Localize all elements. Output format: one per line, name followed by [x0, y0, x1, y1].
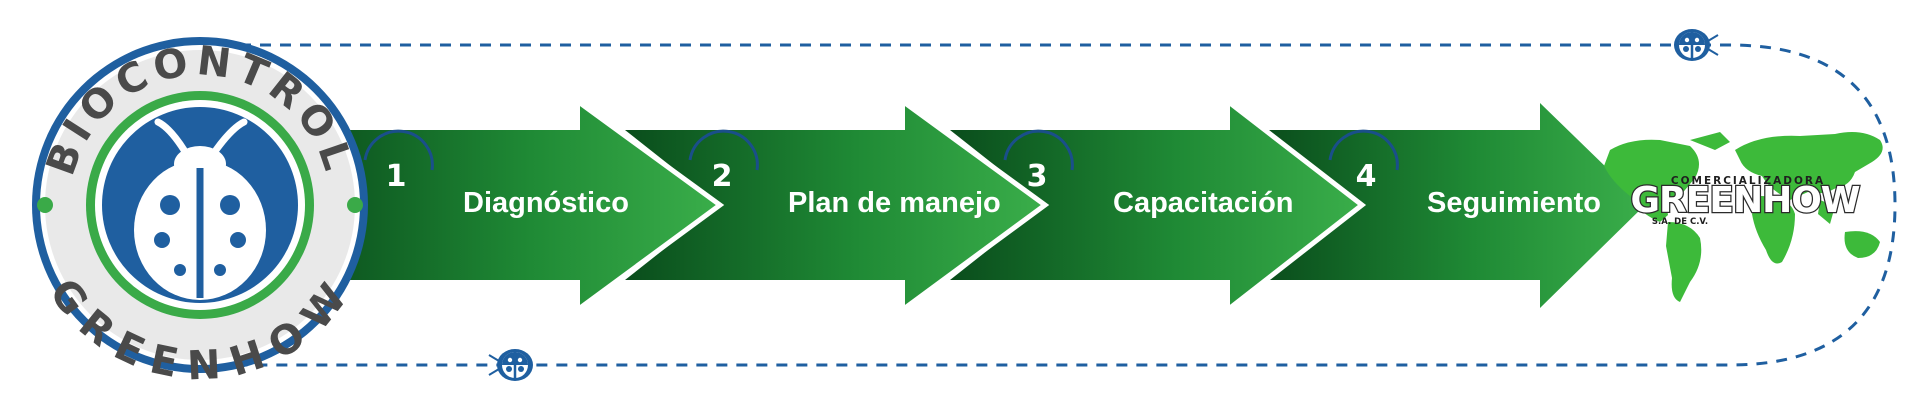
number-arc-3 [1003, 129, 1074, 171]
step-arrow-2 [625, 103, 1045, 308]
biocontrol-badge: BIOCONTROL GREENHOW [32, 37, 368, 389]
ladybug-icon [134, 118, 266, 300]
badge-dot-right [347, 197, 363, 213]
step-arrow-3 [950, 103, 1362, 308]
step-label-1: Diagnóstico [463, 187, 629, 219]
number-arc-1 [363, 129, 434, 171]
step-label-3: Capacitación [1113, 187, 1294, 219]
number-arc-4 [1328, 129, 1399, 171]
ladybug-bottom-icon [487, 347, 535, 383]
separator-2 [903, 100, 1050, 311]
step-label-4: Seguimiento [1427, 187, 1601, 219]
separator-3 [1228, 101, 1367, 310]
step-number-3: 3 [1027, 159, 1048, 194]
step-arrow-1 [300, 103, 720, 308]
step-number-4: 4 [1356, 159, 1377, 194]
step-label-2: Plan de manejo [788, 187, 1001, 219]
ladybug-top-icon [1672, 27, 1720, 63]
badge-dot-left [37, 197, 53, 213]
dashed-loop-path [200, 43, 1897, 367]
brand-suffix: S.A. DE C.V. [1652, 217, 1708, 227]
step-number-1: 1 [386, 159, 407, 194]
step-arrow-4 [1265, 103, 1645, 308]
separator-1 [578, 100, 725, 311]
world-map-icon [1604, 132, 1883, 302]
brand-top-text: COMERCIALIZADORA [1671, 175, 1825, 187]
number-arc-2 [688, 129, 759, 171]
brand-name: GREENHOW [1630, 180, 1859, 221]
step-number-2: 2 [712, 159, 733, 194]
